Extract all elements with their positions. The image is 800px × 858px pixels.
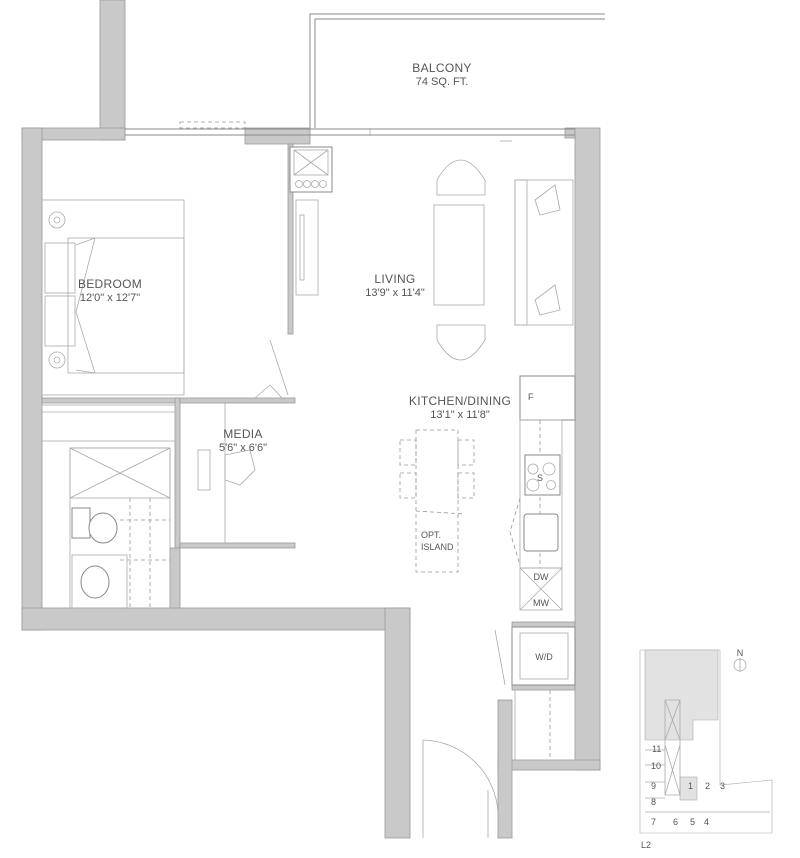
keyplan-unit-10: 10 [651, 761, 661, 771]
keyplan-unit-1: 1 [688, 781, 693, 791]
balcony-size: 74 SQ. FT. [416, 76, 469, 88]
laundry-entry: W/D [422, 626, 576, 838]
living-size: 13'9" x 11'4" [365, 287, 425, 299]
media-label: MEDIA [223, 427, 263, 441]
bedroom: BEDROOM 12'0" x 12'7" [41, 199, 185, 442]
washer-dryer-label: W/D [535, 652, 553, 662]
key-plan: 11 10 9 8 7 6 5 4 1 2 3 N L2 [639, 648, 773, 850]
keyplan-unit-3: 3 [720, 781, 725, 791]
microwave-label: MW [533, 598, 549, 608]
fridge-label: F [528, 392, 534, 402]
bedroom-size: 12'0" x 12'7" [80, 292, 140, 304]
keyplan-unit-2: 2 [705, 781, 710, 791]
north-label: N [737, 648, 744, 658]
keyplan-unit-4: 4 [704, 817, 709, 827]
media-room: MEDIA 5'6" x 6'6" [179, 402, 267, 544]
balcony-label: BALCONY [412, 61, 471, 75]
interior-walls [41, 143, 576, 691]
keyplan-unit-11: 11 [652, 744, 661, 754]
dishwasher-label: DW [534, 572, 549, 582]
keyplan-unit-5: 5 [690, 817, 695, 827]
exterior-walls [21, 0, 601, 839]
living-label: LIVING [374, 272, 415, 286]
media-size: 5'6" x 6'6" [219, 442, 267, 454]
keyplan-unit-9: 9 [651, 781, 656, 791]
kitchen-label: KITCHEN/DINING [409, 394, 511, 408]
kitchen-size: 13'1" x 11'8" [430, 409, 490, 421]
level-label: L2 [641, 840, 651, 850]
balcony: BALCONY 74 SQ. FT. [309, 13, 605, 128]
bathroom [69, 447, 171, 609]
kitchen: F S DW MW OPT. ISLAND KITCHEN/DINING 13'… [399, 375, 576, 611]
keyplan-unit-7: 7 [651, 817, 656, 827]
keyplan-unit-8: 8 [651, 797, 656, 807]
living-room: LIVING 13'9" x 11'4" [289, 146, 574, 361]
island-label-1: OPT. [421, 530, 441, 540]
keyplan-unit-6: 6 [673, 817, 678, 827]
bedroom-label: BEDROOM [78, 277, 142, 291]
island-label-2: ISLAND [421, 542, 454, 552]
stove-label: S [537, 473, 543, 483]
